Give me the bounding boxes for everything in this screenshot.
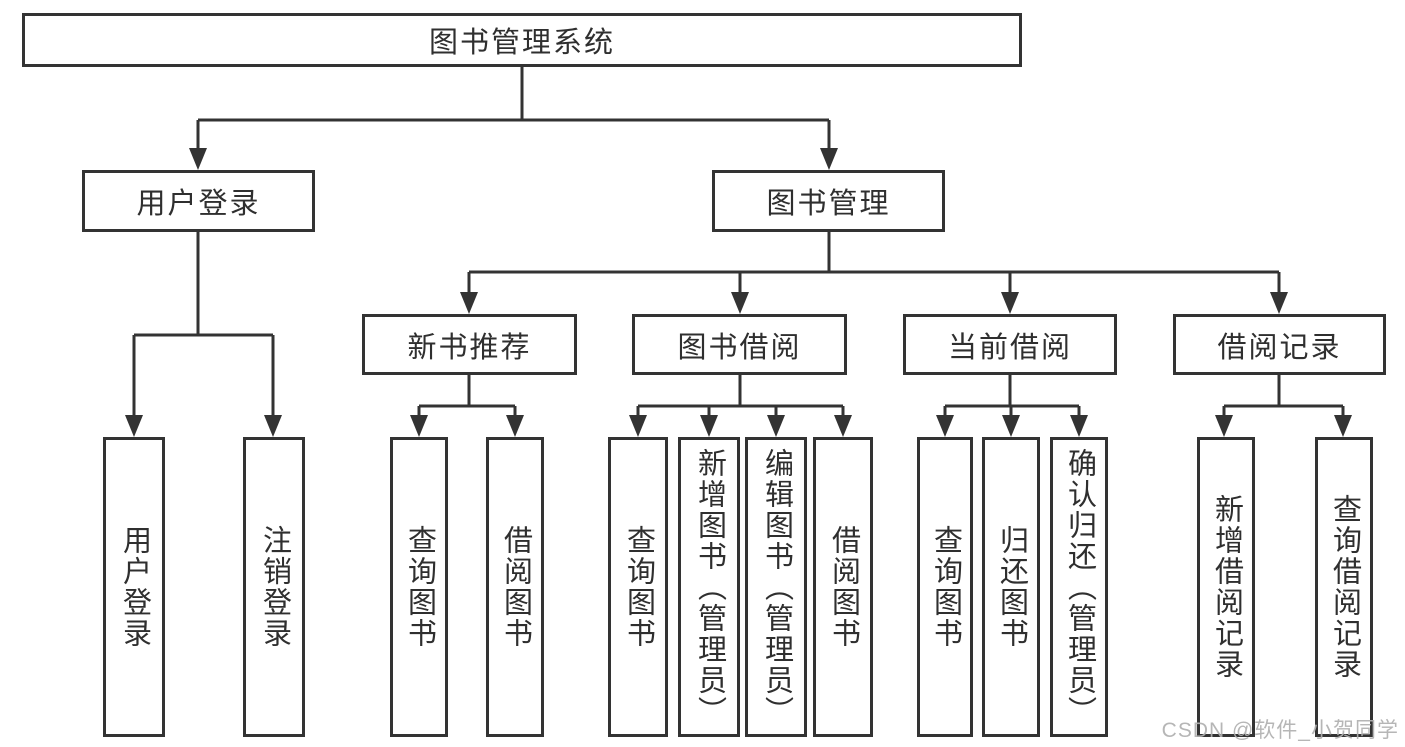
leaf-query-borrow-record: 查询借阅记录 <box>1315 437 1373 737</box>
leaf-edit-books-admin: 编辑图书（管理员） <box>745 437 807 737</box>
node-label: 新书推荐 <box>407 331 532 364</box>
node-label: 确认归还（管理员） <box>1063 447 1096 727</box>
leaf-logout: 注销登录 <box>243 437 305 737</box>
leaf-add-borrow-record: 新增借阅记录 <box>1197 437 1255 737</box>
node-label: 新增借阅记录 <box>1210 494 1243 680</box>
node-label: 用户登录 <box>118 525 151 649</box>
node-label: 查询图书 <box>622 525 655 649</box>
leaf-confirm-return-admin: 确认归还（管理员） <box>1050 437 1108 737</box>
node-label: 注销登录 <box>258 525 291 649</box>
node-label: 查询借阅记录 <box>1328 494 1361 680</box>
node-new-book-recommendation: 新书推荐 <box>362 314 577 375</box>
node-label: 查询图书 <box>929 525 962 649</box>
node-label: 借阅记录 <box>1217 331 1342 364</box>
node-borrowing-records: 借阅记录 <box>1173 314 1386 375</box>
node-book-management: 图书管理 <box>712 170 945 232</box>
node-label: 图书管理 <box>766 188 891 220</box>
node-root-library-management-system: 图书管理系统 <box>22 13 1022 67</box>
leaf-borrow-books-borrowing: 借阅图书 <box>813 437 873 737</box>
leaf-query-books-borrowing: 查询图书 <box>608 437 668 737</box>
leaf-query-books-recommend: 查询图书 <box>390 437 448 737</box>
node-label: 用户登录 <box>136 188 261 220</box>
node-label: 新增图书（管理员） <box>693 447 726 727</box>
node-label: 图书借阅 <box>677 331 802 364</box>
node-current-borrowing: 当前借阅 <box>903 314 1117 375</box>
node-label: 查询图书 <box>403 525 436 649</box>
leaf-add-books-admin: 新增图书（管理员） <box>678 437 740 737</box>
node-label: 归还图书 <box>995 525 1028 649</box>
node-label: 图书管理系统 <box>428 27 615 59</box>
leaf-borrow-books-recommend: 借阅图书 <box>486 437 544 737</box>
node-user-login: 用户登录 <box>82 170 315 232</box>
node-book-borrowing: 图书借阅 <box>632 314 847 375</box>
node-label: 借阅图书 <box>499 525 532 649</box>
csdn-watermark: CSDN @软件_小贺同学 <box>1161 719 1399 742</box>
leaf-return-books: 归还图书 <box>982 437 1040 737</box>
arrowheads <box>125 148 1352 437</box>
node-label: 当前借阅 <box>947 331 1072 364</box>
leaf-query-books-current: 查询图书 <box>917 437 973 737</box>
node-label: 借阅图书 <box>827 525 860 649</box>
node-label: 编辑图书（管理员） <box>760 447 793 727</box>
leaf-user-login: 用户登录 <box>103 437 165 737</box>
